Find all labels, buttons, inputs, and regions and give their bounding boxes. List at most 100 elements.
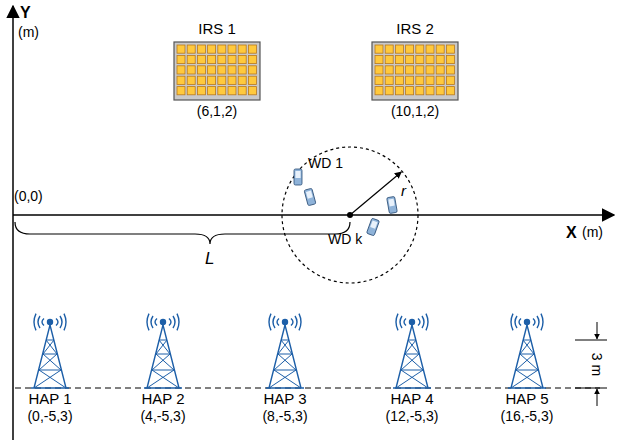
panel-frame	[174, 42, 260, 100]
reflecting-element	[218, 87, 226, 95]
reflecting-element	[218, 55, 226, 63]
reflecting-element	[395, 76, 403, 84]
dimension-arrow	[597, 322, 598, 339]
reflecting-element	[218, 76, 226, 84]
reflecting-element	[375, 45, 383, 53]
tower-icon	[135, 312, 191, 390]
reflecting-element	[375, 76, 383, 84]
reflecting-element	[177, 55, 185, 63]
coordinate: (10,1,2)	[391, 103, 439, 120]
coordinate: (8,-5,3)	[262, 408, 307, 425]
reflecting-element	[208, 76, 216, 84]
reflecting-element	[436, 45, 444, 53]
dimension-arrow	[597, 389, 598, 406]
dimension-tick	[575, 340, 607, 341]
reflecting-element	[248, 66, 256, 74]
radius-symbol: r	[401, 183, 406, 199]
hap-tower: HAP 1(0,-5,3)	[22, 312, 78, 425]
region-outline	[282, 147, 418, 283]
device-cluster: WD 1rWD k	[280, 145, 420, 285]
tower-icon	[499, 312, 555, 390]
reflecting-element	[177, 45, 185, 53]
irs-panel: IRS 2 (10,1,2)	[371, 20, 459, 120]
reflecting-element	[406, 87, 414, 95]
reflecting-element	[238, 45, 246, 53]
wireless-device	[367, 218, 380, 236]
reflecting-element	[228, 87, 236, 95]
reflecting-element	[406, 55, 414, 63]
reflecting-element	[406, 66, 414, 74]
dimension-tick	[575, 388, 607, 389]
reflecting-element	[385, 55, 393, 63]
station-name: HAP 3	[263, 390, 306, 408]
reflecting-element	[218, 66, 226, 74]
irs-panel: IRS 1 (6,1,2)	[173, 20, 261, 120]
coordinate: (6,1,2)	[197, 103, 237, 120]
reflecting-element	[248, 87, 256, 95]
reflecting-element	[375, 55, 383, 63]
device-name: WD k	[328, 231, 362, 247]
reflecting-element	[197, 87, 205, 95]
panel-frame	[372, 42, 458, 100]
reflecting-element	[395, 45, 403, 53]
reflecting-element	[426, 87, 434, 95]
reflecting-element	[238, 66, 246, 74]
reflecting-element	[436, 87, 444, 95]
reflecting-element	[416, 76, 424, 84]
reflecting-element	[416, 87, 424, 95]
coordinate: (16,-5,3)	[501, 408, 554, 425]
hap-tower: HAP 2(4,-5,3)	[135, 312, 191, 425]
wireless-device	[304, 188, 316, 206]
coordinate: (0,-5,3)	[27, 408, 72, 425]
panel-name: IRS 1	[198, 20, 236, 38]
reflecting-element	[406, 76, 414, 84]
irs-element-grid	[173, 41, 261, 101]
coverage-circle	[280, 145, 420, 285]
station-name: HAP 4	[390, 390, 433, 408]
coordinate: (12,-5,3)	[386, 408, 439, 425]
reflecting-element	[208, 66, 216, 74]
reflecting-element	[446, 87, 454, 95]
reflecting-element	[416, 45, 424, 53]
reflecting-element	[187, 66, 195, 74]
reflecting-element	[238, 87, 246, 95]
reflecting-element	[177, 87, 185, 95]
station-name: HAP 5	[505, 390, 548, 408]
reflecting-element	[375, 66, 383, 74]
reflecting-element	[426, 45, 434, 53]
reflecting-element	[446, 45, 454, 53]
irs-element-grid	[371, 41, 459, 101]
height-dimension: 3 m	[588, 353, 605, 376]
reflecting-element	[208, 55, 216, 63]
reflecting-element	[238, 55, 246, 63]
reflecting-element	[446, 76, 454, 84]
wireless-device	[387, 196, 398, 213]
station-name: HAP 1	[28, 390, 71, 408]
axis-unit: (m)	[18, 24, 39, 41]
reflecting-element	[187, 45, 195, 53]
axis-unit: (m)	[582, 224, 603, 241]
reflecting-element	[197, 66, 205, 74]
station-name: HAP 2	[141, 390, 184, 408]
reflecting-element	[416, 66, 424, 74]
reflecting-element	[218, 45, 226, 53]
reflecting-element	[395, 87, 403, 95]
origin-coordinate: (0,0)	[14, 188, 43, 205]
reflecting-element	[208, 87, 216, 95]
reflecting-element	[375, 87, 383, 95]
reflecting-element	[248, 76, 256, 84]
reflecting-element	[426, 66, 434, 74]
reflecting-element	[248, 45, 256, 53]
y-axis	[12, 6, 14, 440]
tower-icon	[22, 312, 78, 390]
reflecting-element	[426, 76, 434, 84]
tower-icon	[257, 312, 313, 390]
hap-tower: HAP 5(16,-5,3)	[499, 312, 555, 425]
reflecting-element	[228, 45, 236, 53]
reflecting-element	[436, 55, 444, 63]
reflecting-element	[228, 55, 236, 63]
wireless-device	[294, 169, 302, 185]
reflecting-element	[446, 55, 454, 63]
x-axis	[13, 214, 614, 216]
panel-name: IRS 2	[396, 20, 434, 38]
